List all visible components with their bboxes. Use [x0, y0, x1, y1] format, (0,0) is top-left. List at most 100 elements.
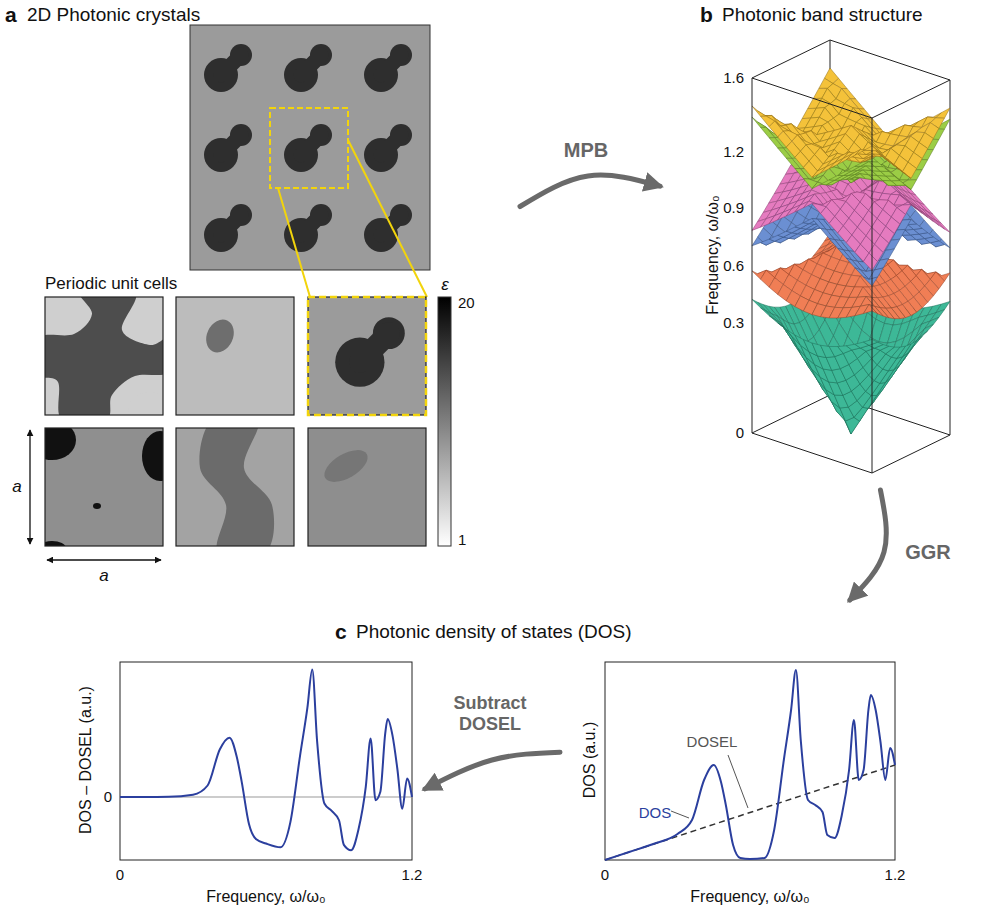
band-surface	[902, 162, 916, 178]
band-surface	[846, 166, 860, 171]
band-surface	[863, 146, 877, 151]
inclusion	[319, 444, 373, 489]
arrow-label: GGR	[905, 541, 951, 564]
band-surface	[761, 308, 775, 320]
band-surface	[863, 339, 877, 345]
inclusion	[45, 428, 76, 460]
band-surface	[908, 224, 922, 230]
dimension-label: a	[99, 566, 108, 586]
cell-ground	[308, 428, 426, 546]
inclusion	[221, 135, 241, 155]
axis-title: Frequency, ω/ω₀	[690, 888, 809, 906]
plot-frame	[120, 662, 412, 860]
unit-cell	[308, 297, 426, 415]
leader-line	[728, 755, 748, 808]
inclusion	[199, 428, 274, 546]
box-edge	[872, 118, 873, 473]
axis-tick: 0.9	[723, 199, 744, 216]
leader-line	[671, 811, 689, 818]
panel-letter: b	[700, 3, 713, 27]
panel-title: 2D Photonic crystals	[27, 4, 200, 26]
box-edge	[752, 395, 950, 473]
cell-ground	[176, 297, 294, 415]
unit-cell-marker	[270, 108, 348, 188]
band-surface	[925, 317, 939, 328]
inclusion	[301, 215, 321, 235]
box-edge	[752, 78, 753, 433]
unit-cell-marker	[308, 297, 426, 415]
band-surface	[758, 302, 772, 314]
axis-title: Frequency, ω/ω₀	[704, 195, 722, 314]
arrow-label: MPB	[564, 139, 608, 162]
band-surface	[795, 201, 809, 212]
band-surface	[891, 181, 905, 186]
band-surface	[846, 258, 860, 270]
inclusion	[93, 503, 101, 509]
zoom-line	[278, 188, 310, 297]
axis-tick: 1.2	[402, 866, 423, 883]
unit-cell	[45, 297, 163, 415]
band-surface	[863, 305, 877, 314]
dimension-arrow	[29, 430, 30, 544]
dimension-arrow	[47, 559, 161, 560]
band-surface	[838, 171, 852, 176]
axis-tick: 0.6	[723, 257, 744, 274]
cell-frame	[176, 428, 294, 546]
process-arrow	[850, 490, 886, 600]
band-surface	[838, 248, 852, 260]
axis-tick: 0	[736, 424, 744, 441]
inclusion	[221, 215, 241, 235]
panel: cPhotonic density of states (DOS)DOS – D…	[0, 600, 994, 918]
axis-tick: 0	[116, 866, 124, 883]
panel-title: Photonic band structure	[722, 4, 923, 26]
dos-diff-curve	[120, 670, 412, 851]
chart-panel: DOS (a.u.) Frequency, ω/ω₀	[560, 650, 905, 912]
cell-frame	[45, 297, 163, 415]
cell-frame	[308, 297, 426, 415]
axis-title: DOS (a.u.)	[581, 722, 599, 798]
colorbar-tick: 1	[458, 531, 466, 548]
plot-frame	[605, 662, 895, 860]
band-surface	[855, 268, 869, 280]
band-surface	[812, 219, 826, 230]
curve-label: DOS	[639, 804, 672, 821]
process-arrow	[425, 752, 560, 789]
inclusion	[301, 135, 321, 155]
colorbar-tick: 20	[458, 294, 475, 311]
inclusion	[301, 55, 321, 75]
band-surface	[857, 287, 871, 297]
band-surface	[829, 175, 843, 180]
panel-letter: a	[5, 3, 17, 27]
dos-curve	[605, 670, 895, 860]
axis-tick: 0.3	[723, 314, 744, 331]
inclusion	[45, 541, 66, 546]
section-label: Periodic unit cells	[45, 274, 177, 294]
cell-frame	[45, 428, 163, 546]
cell-frame	[176, 297, 294, 415]
band-surface	[778, 323, 792, 336]
unit-cell	[45, 428, 163, 546]
zoom-line	[348, 140, 427, 297]
unit-cell	[176, 428, 294, 546]
unit-cell	[176, 297, 294, 415]
chart-panel: DOS – DOSEL (a.u.)Frequency, ω/ω₀	[50, 650, 425, 912]
box-edge	[752, 40, 950, 118]
band-surface	[829, 158, 843, 168]
band-surface	[875, 166, 889, 171]
band-surface	[855, 161, 869, 166]
band-surface	[838, 154, 852, 164]
band-surface	[829, 238, 843, 249]
cell-ground	[308, 297, 426, 415]
dimension-label: a	[12, 477, 21, 497]
inclusion	[201, 315, 239, 357]
inclusion	[221, 55, 241, 75]
axis-tick: 1.2	[885, 866, 906, 883]
panel-letter: c	[335, 620, 347, 644]
inclusion	[360, 333, 389, 362]
band-box	[752, 40, 950, 473]
photonic-crystal	[190, 25, 430, 270]
dos-charts	[120, 662, 895, 860]
